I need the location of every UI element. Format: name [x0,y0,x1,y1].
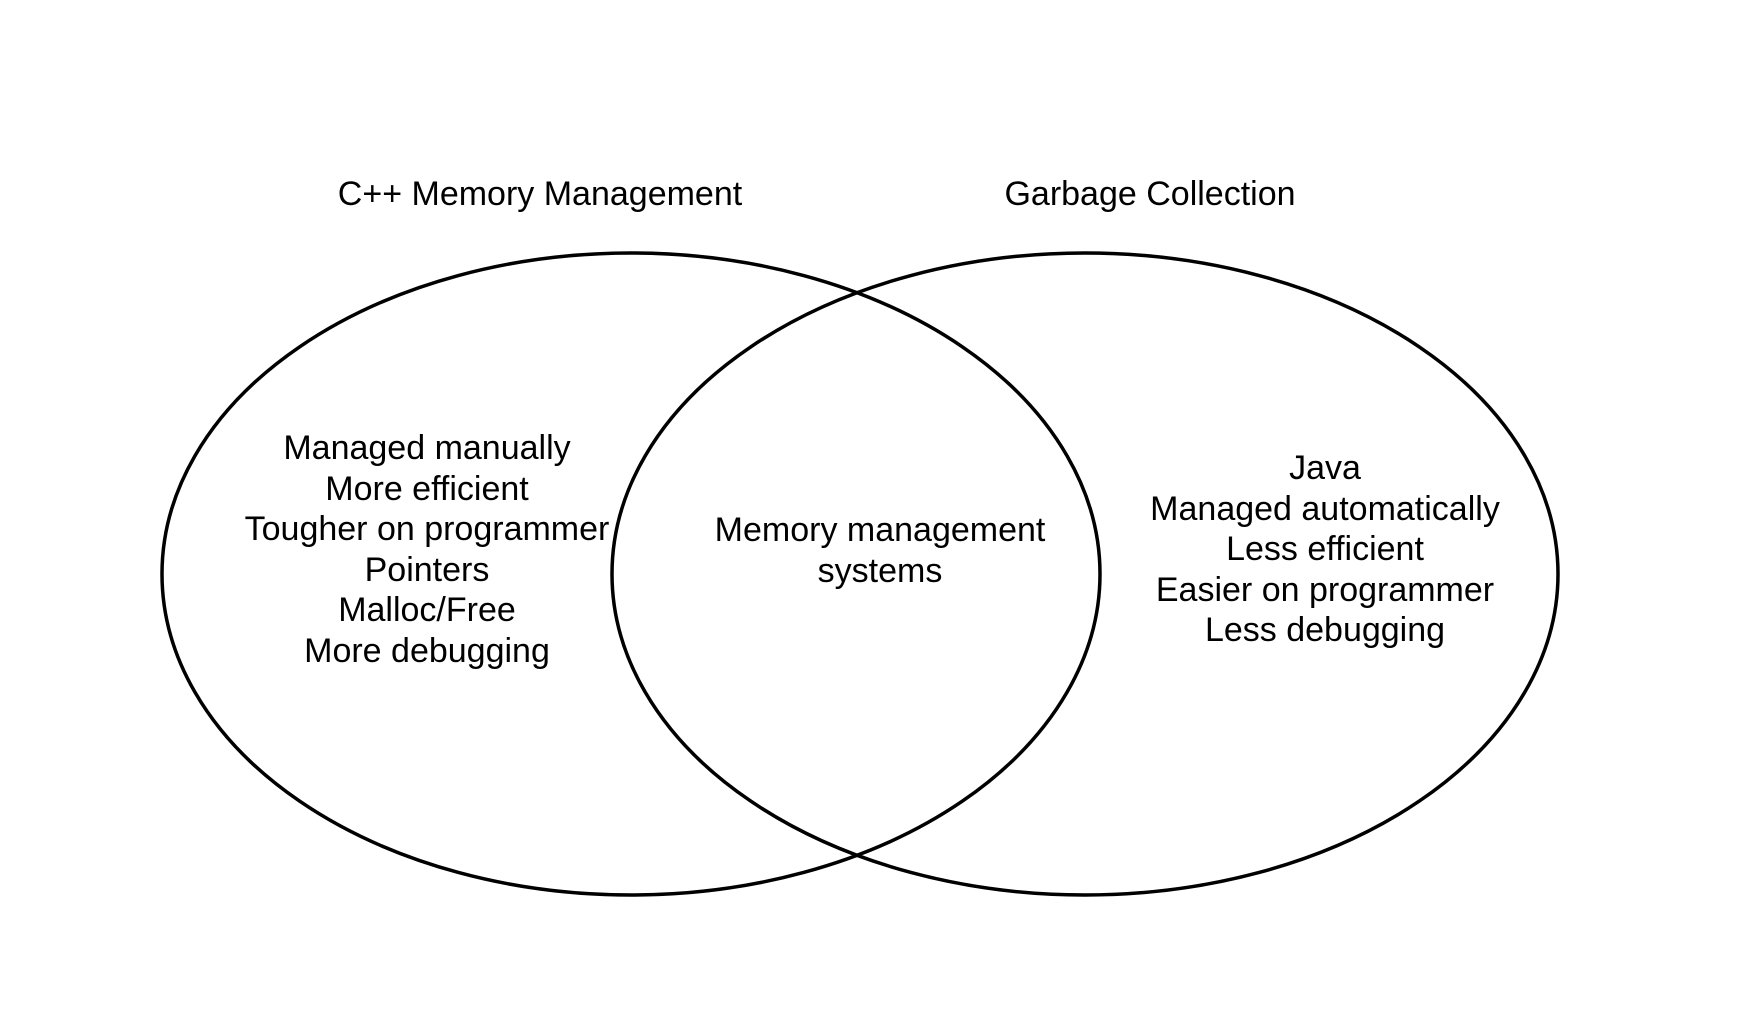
intersection-item: Memory management [714,511,1046,549]
right-set-title: Garbage Collection [1004,175,1296,213]
left-item: Managed manually [283,429,571,467]
right-set-ellipse [610,251,1560,897]
right-item: Less efficient [1226,530,1424,568]
left-item: Tougher on programmer [244,510,610,548]
right-item: Managed automatically [1150,489,1500,528]
left-item: More efficient [325,469,529,508]
right-item: Easier on programmer [1155,570,1495,609]
left-item: More debugging [304,631,550,670]
left-item: Malloc/Free [338,591,516,629]
intersection-item: systems [817,551,943,590]
right-set-items: Java Managed automatically Less efficien… [1125,448,1525,651]
left-set-items: Managed manually More efficient Tougher … [227,428,627,671]
right-item: Java [1289,449,1361,487]
left-item: Pointers [364,550,490,589]
right-item: Less debugging [1204,611,1446,649]
left-set-ellipse [160,251,1102,897]
left-set-title: C++ Memory Management [337,175,743,213]
intersection-items: Memory management systems [680,510,1080,591]
